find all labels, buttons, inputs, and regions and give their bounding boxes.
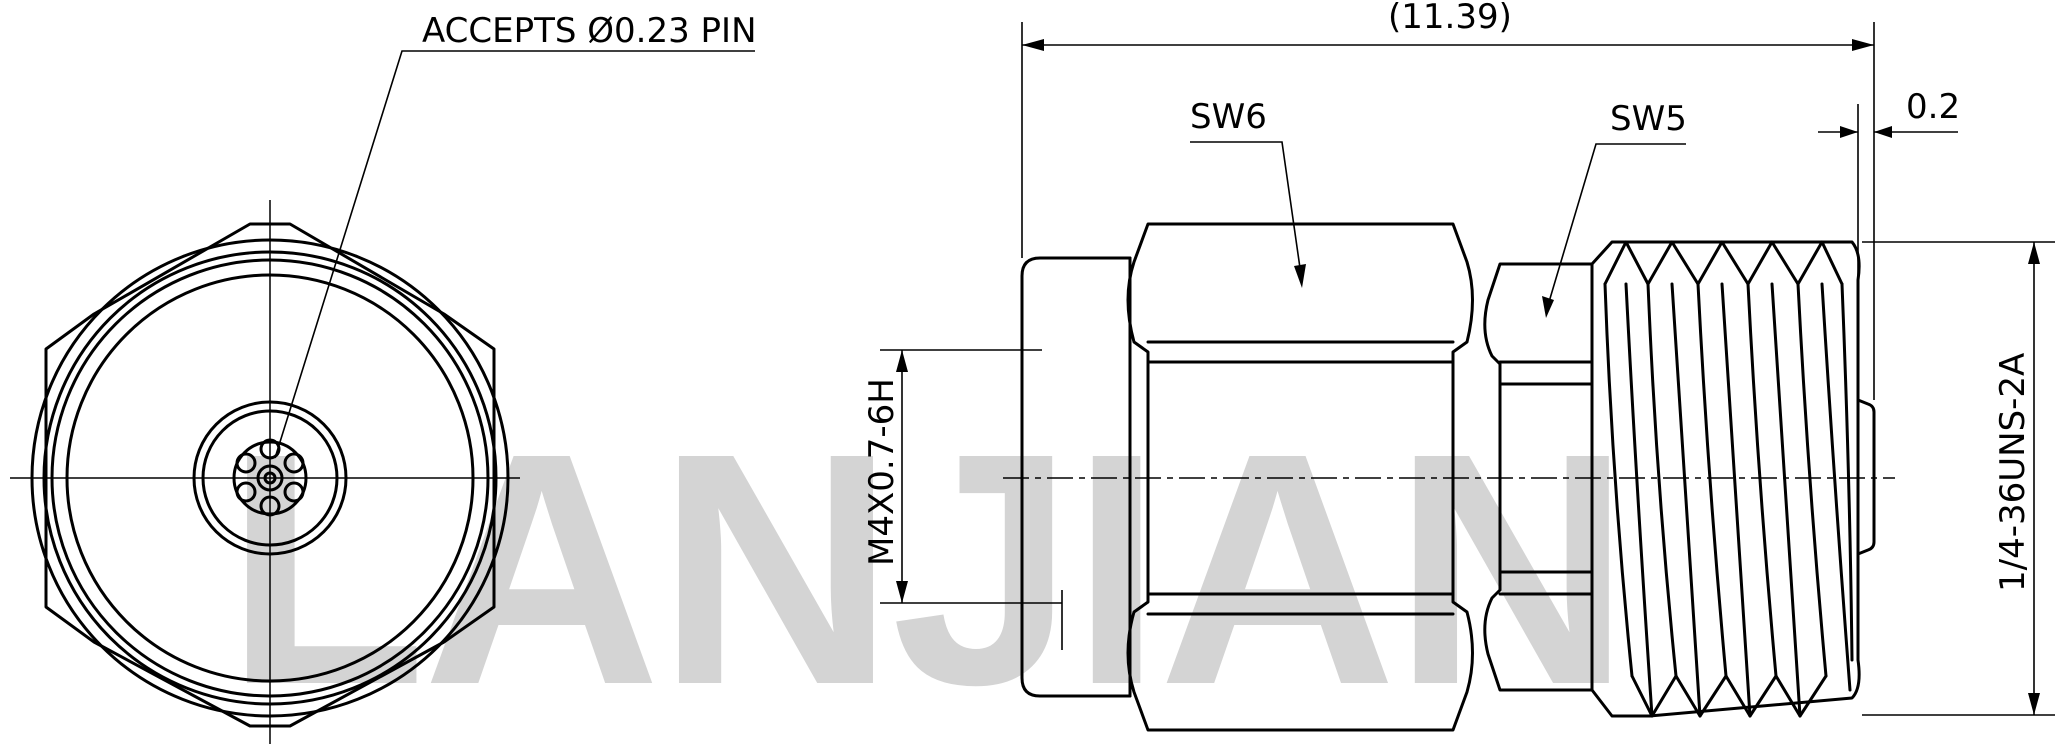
front-pin-tip (1856, 398, 1876, 556)
contact-finger-right-bottom (283, 481, 305, 503)
front-outer-flange-inner-circle (42, 250, 498, 706)
socket-outer-circle (192, 400, 348, 556)
length-arrow-right (1852, 39, 1874, 51)
external-thread-label: 1/4-36UNS-2A (1993, 353, 2033, 592)
front-body-circle (50, 258, 490, 698)
pin-callout-leader (274, 50, 755, 459)
watermark-text: LANJIAN (225, 384, 1627, 744)
gap-arrow-right (1874, 126, 1892, 138)
sw5-callout-arrow (1542, 296, 1554, 318)
overall-length-label: (11.39) (1388, 0, 1512, 37)
contact-pin-hole (263, 471, 277, 485)
contact-center-circle (256, 464, 284, 492)
length-arrow-left (1022, 39, 1044, 51)
uns-arrow-top (2028, 242, 2040, 264)
gap-arrow-left (1840, 126, 1858, 138)
contact-finger-top (259, 438, 281, 460)
sw6-callout-leader (1190, 141, 1303, 283)
front-outer-flange-circle (30, 238, 510, 718)
thread-outline (1590, 240, 1861, 718)
socket-inner-circle (201, 409, 339, 547)
gap-label: 0.2 (1906, 87, 1960, 127)
sw6-label: SW6 (1190, 97, 1267, 137)
contact-finger-left-top (235, 452, 257, 474)
m4-arrow-top (896, 350, 908, 372)
sw6-callout-arrow (1294, 264, 1306, 288)
front-face-circle (65, 273, 475, 683)
side-view: (11.39) 0.2 SW6 SW5 M4X0.7-6H 1/4-36UNS-… (862, 0, 2055, 732)
thread-helix-lines (1603, 282, 1854, 718)
sw5-label: SW5 (1610, 99, 1687, 139)
front-view: ACCEPTS Ø0.23 PIN (10, 11, 757, 744)
pin-callout-label: ACCEPTS Ø0.23 PIN (422, 11, 757, 51)
contact-finger-right-top (283, 452, 305, 474)
internal-thread-label: M4X0.7-6H (862, 378, 902, 566)
sw5-callout-leader (1545, 143, 1686, 313)
hex-sw5-body (1483, 262, 1594, 692)
contact-finger-left-bottom (235, 481, 257, 503)
contact-finger-bottom (259, 495, 281, 517)
m4-arrow-bottom (896, 581, 908, 603)
uns-arrow-bottom (2028, 693, 2040, 715)
thread-crests (1603, 240, 1844, 718)
rear-cap (1020, 256, 1132, 698)
